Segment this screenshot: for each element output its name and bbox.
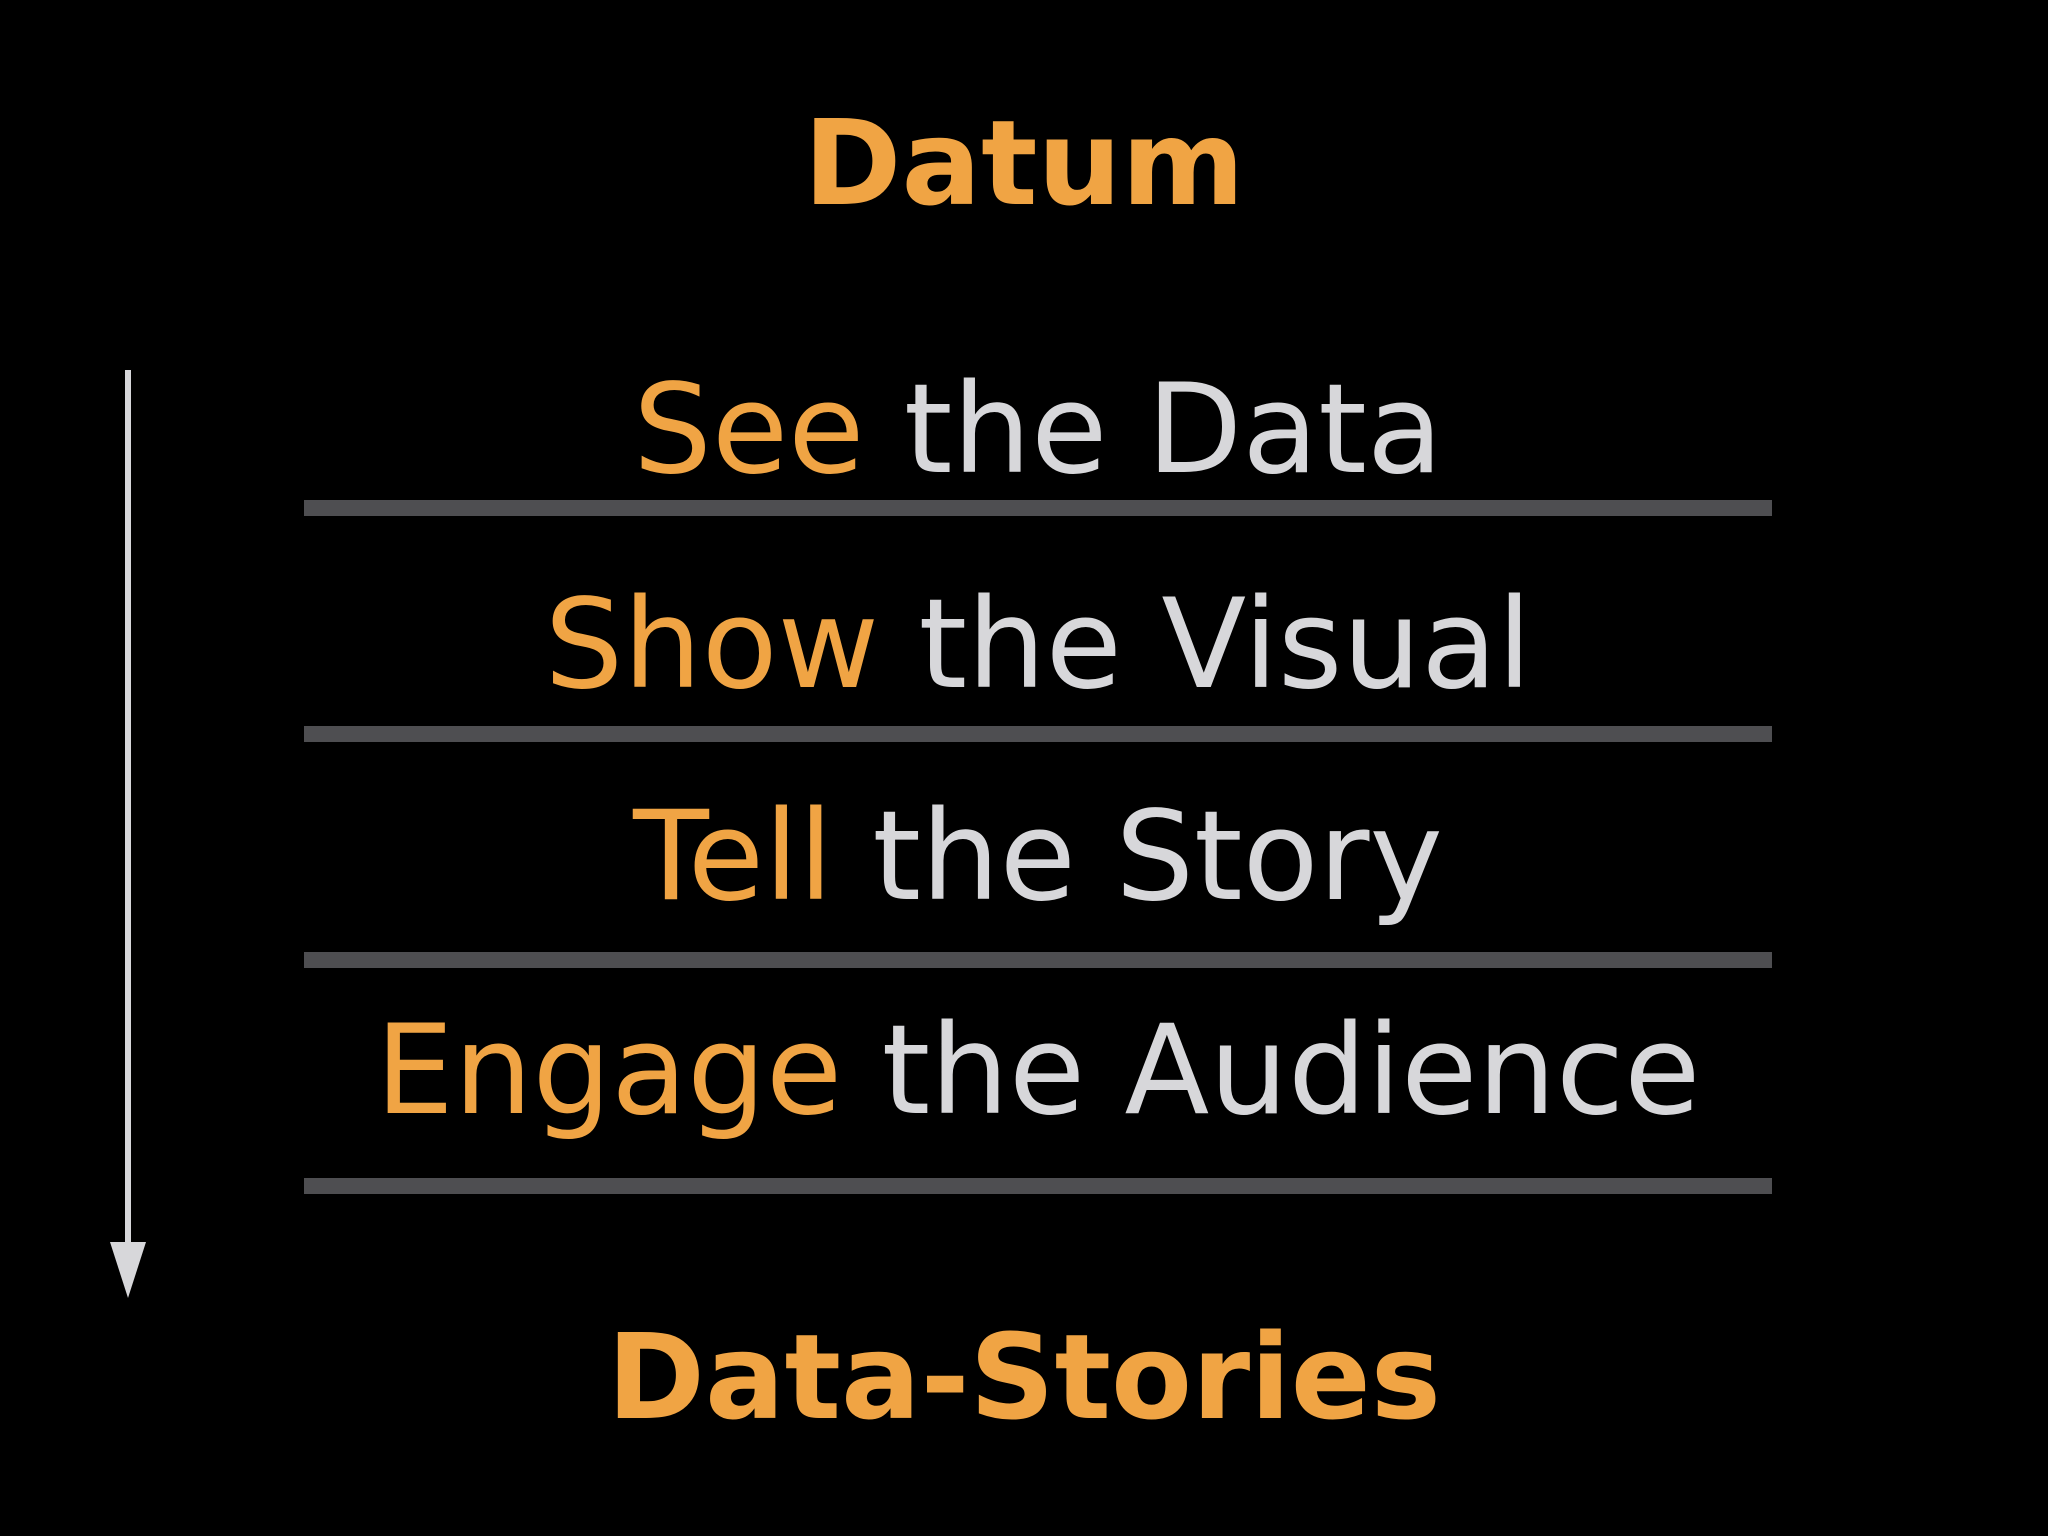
divider	[304, 500, 1772, 516]
step-rest: the Audience	[881, 999, 1701, 1143]
step-verb: Tell	[633, 785, 833, 929]
step-rest: the Story	[872, 785, 1443, 929]
step-engage-the-audience: Engage the Audience	[304, 1009, 1772, 1133]
divider	[304, 726, 1772, 742]
top-title: Datum	[803, 94, 1245, 232]
step-rest: the Data	[903, 358, 1443, 502]
bottom-title: Data-Stories	[607, 1308, 1441, 1446]
step-verb: Show	[544, 573, 880, 717]
step-see-the-data: See the Data	[304, 368, 1772, 492]
divider	[304, 1178, 1772, 1194]
step-verb: See	[633, 358, 865, 502]
divider	[304, 952, 1772, 968]
step-show-the-visual: Show the Visual	[304, 583, 1772, 707]
arrow-down-icon	[110, 370, 146, 1298]
step-rest: the Visual	[918, 573, 1532, 717]
step-tell-the-story: Tell the Story	[304, 795, 1772, 919]
step-verb: Engage	[375, 999, 843, 1143]
